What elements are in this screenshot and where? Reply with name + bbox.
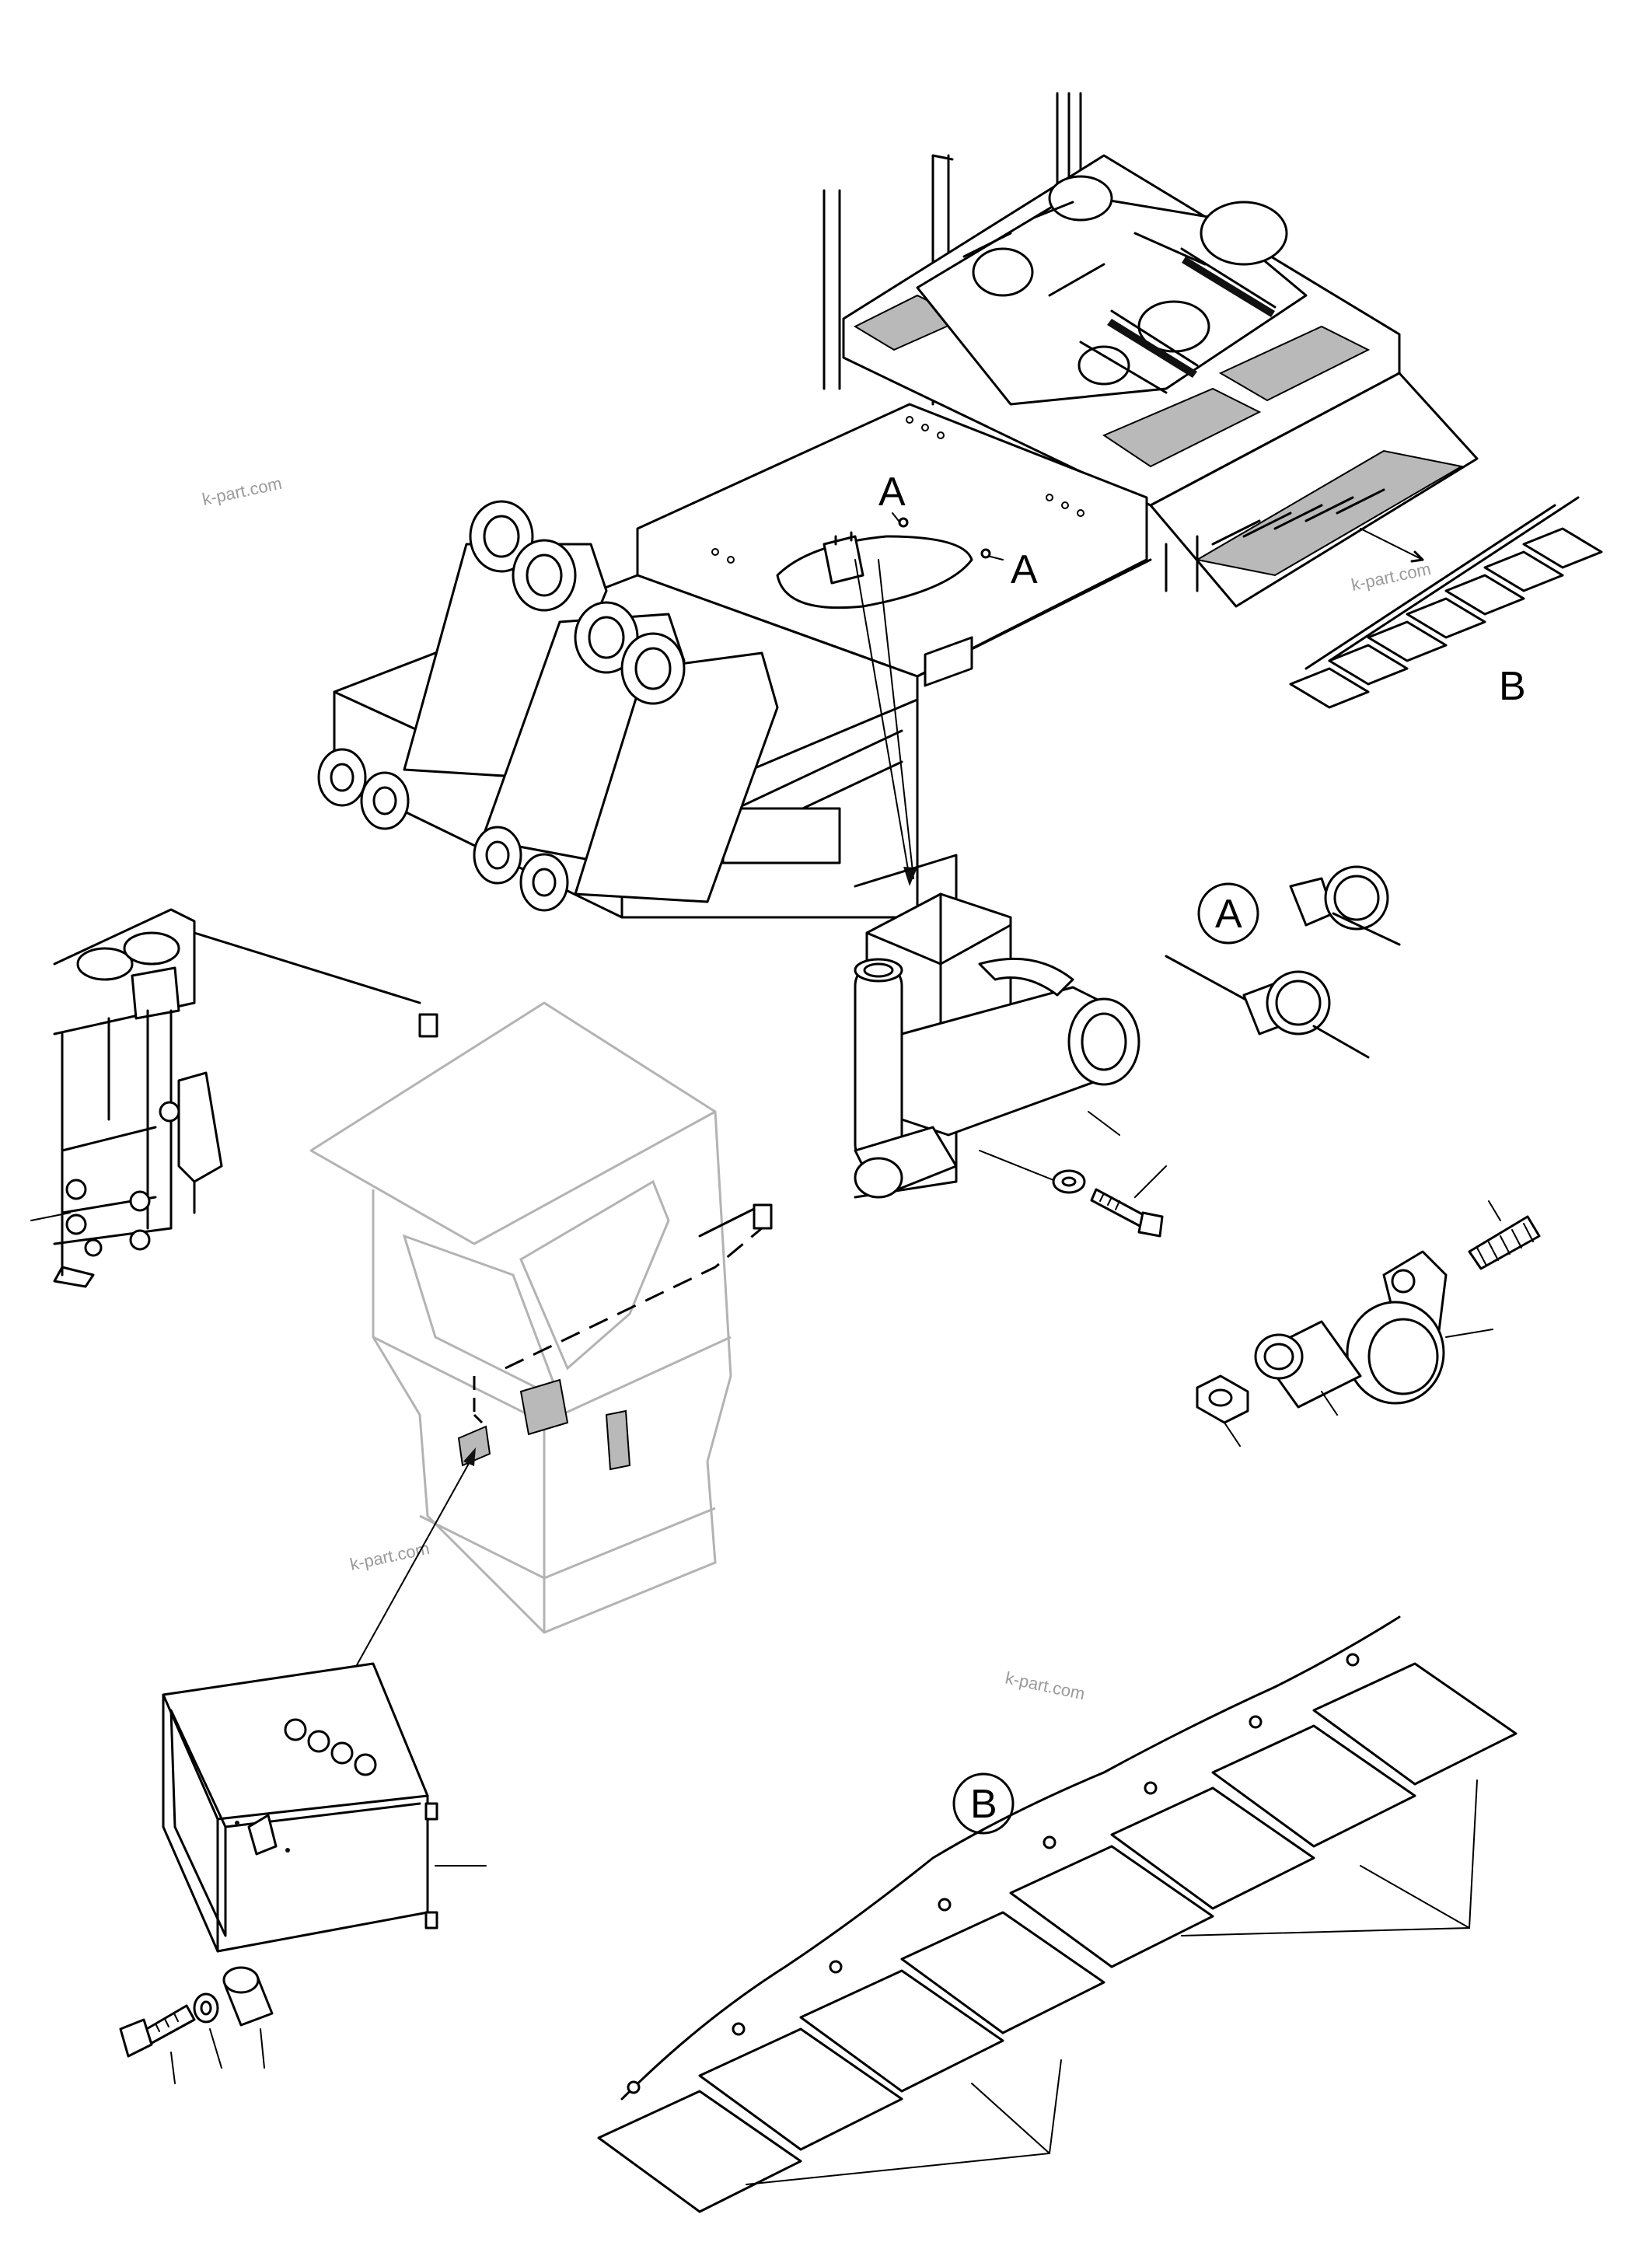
main-frame-assembly	[317, 92, 1479, 934]
threaded-stud	[1468, 1200, 1541, 1270]
leader-arrow-filter	[854, 559, 910, 879]
spacer-lower	[222, 1966, 274, 2069]
watermark-4: k-part.com	[1004, 1668, 1087, 1703]
watermark-3: k-part.com	[348, 1538, 431, 1574]
spacer-sleeve	[1254, 1320, 1362, 1416]
label-a-circle: A	[1215, 892, 1242, 937]
control-box	[162, 1662, 487, 1953]
pipe-clamp	[1346, 1250, 1493, 1405]
label-a-upper-2: A	[1011, 547, 1038, 592]
operator-cab	[309, 1001, 732, 1634]
bolt-upper	[1090, 1188, 1164, 1238]
step-strip-small	[1289, 496, 1603, 709]
watermark-1: k-part.com	[201, 473, 284, 509]
walkway-platform	[1149, 372, 1479, 608]
engine-block	[916, 175, 1308, 406]
air-cleaner-assembly	[854, 636, 1140, 1199]
hex-nut	[1196, 1374, 1249, 1447]
label-b-circle: B	[970, 1782, 997, 1827]
grease-fitting-1	[1289, 865, 1401, 946]
step-cables	[620, 1615, 1401, 2101]
detail-a-callout	[1197, 882, 1259, 945]
watermark-2: k-part.com	[1350, 559, 1433, 595]
wiring-harness-detail	[30, 908, 438, 1288]
boom-mount-brackets	[317, 500, 779, 912]
bolt-lower	[119, 2004, 196, 2084]
detail-b-callout	[952, 1772, 1015, 1835]
label-b-upper: B	[1499, 664, 1526, 709]
grease-fitting-2	[1165, 955, 1370, 1059]
label-a-upper-1: A	[878, 470, 906, 515]
step-plates	[597, 1662, 1518, 2213]
cab-connectors	[457, 1376, 631, 1471]
